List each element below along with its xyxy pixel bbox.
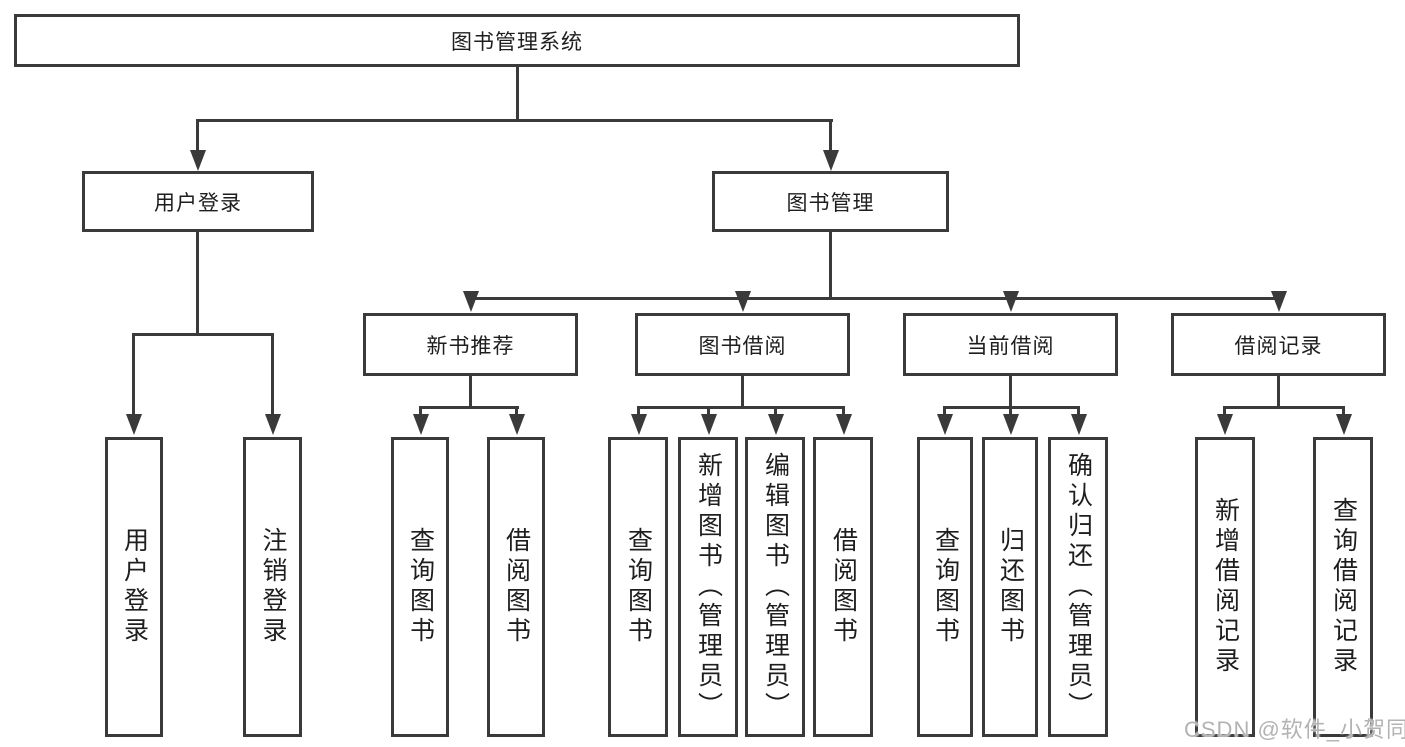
node-label: 用户登录 bbox=[120, 527, 149, 647]
connector-line bbox=[515, 408, 518, 418]
arrow-down-icon bbox=[836, 414, 852, 435]
connector-line bbox=[829, 121, 832, 153]
connector-line bbox=[196, 121, 199, 153]
node-confirm-return-admin: 确认归还（管理员） bbox=[1048, 437, 1108, 737]
arrow-down-icon bbox=[509, 414, 525, 435]
node-edit-book-admin: 编辑图书（管理员） bbox=[745, 437, 805, 737]
node-query-book-current: 查询图书 bbox=[917, 437, 973, 737]
node-query-borrow-record: 查询借阅记录 bbox=[1313, 437, 1373, 737]
connector-line bbox=[419, 406, 519, 409]
node-label: 归还图书 bbox=[996, 527, 1025, 647]
arrow-down-icon bbox=[1003, 414, 1019, 435]
node-current-borrow: 当前借阅 bbox=[903, 313, 1118, 376]
connector-line bbox=[1009, 375, 1012, 409]
node-new-book-recommend: 新书推荐 bbox=[363, 313, 578, 376]
connector-line bbox=[1277, 375, 1280, 409]
connector-line bbox=[419, 408, 422, 418]
connector-line bbox=[196, 119, 833, 122]
arrow-down-icon bbox=[631, 414, 647, 435]
node-label: 借阅图书 bbox=[502, 527, 531, 647]
connector-line bbox=[469, 297, 1281, 300]
connector-line bbox=[271, 335, 274, 415]
arrow-down-icon bbox=[126, 414, 142, 435]
node-borrow-book-recommend: 借阅图书 bbox=[487, 437, 545, 737]
node-library-management-system: 图书管理系统 bbox=[14, 14, 1020, 67]
arrow-down-icon bbox=[190, 150, 206, 171]
connector-line bbox=[741, 375, 744, 409]
node-label: 查询图书 bbox=[406, 527, 435, 647]
node-borrow-book-leaf: 借阅图书 bbox=[813, 437, 873, 737]
node-borrow-records: 借阅记录 bbox=[1171, 313, 1386, 376]
connector-line bbox=[943, 406, 1080, 409]
node-user-login-group: 用户登录 bbox=[82, 171, 314, 232]
node-return-book: 归还图书 bbox=[982, 437, 1038, 737]
arrow-down-icon bbox=[937, 414, 953, 435]
arrow-down-icon bbox=[265, 414, 281, 435]
node-label: 查询图书 bbox=[624, 527, 653, 647]
connector-line bbox=[707, 408, 710, 418]
connector-line bbox=[469, 375, 472, 409]
arrow-down-icon bbox=[768, 414, 784, 435]
node-label: 查询图书 bbox=[931, 527, 960, 647]
arrow-down-icon bbox=[1271, 291, 1287, 312]
arrow-down-icon bbox=[823, 150, 839, 171]
connector-line bbox=[1077, 408, 1080, 418]
arrow-down-icon bbox=[1071, 414, 1087, 435]
connector-line bbox=[774, 408, 777, 418]
node-user-login-leaf: 用户登录 bbox=[105, 437, 163, 737]
connector-line bbox=[1009, 408, 1012, 418]
connector-line bbox=[516, 67, 519, 121]
node-add-borrow-record: 新增借阅记录 bbox=[1195, 437, 1255, 737]
node-label: 确认归还（管理员） bbox=[1064, 452, 1093, 722]
connector-line bbox=[637, 406, 845, 409]
arrow-down-icon bbox=[735, 291, 751, 312]
connector-line bbox=[829, 231, 832, 300]
node-label: 查询借阅记录 bbox=[1329, 497, 1358, 677]
connector-line bbox=[943, 408, 946, 418]
arrow-down-icon bbox=[463, 291, 479, 312]
arrow-down-icon bbox=[701, 414, 717, 435]
node-query-book-recommend: 查询图书 bbox=[391, 437, 449, 737]
connector-line bbox=[1223, 408, 1226, 418]
arrow-down-icon bbox=[1336, 414, 1352, 435]
connector-line bbox=[132, 335, 135, 415]
arrow-down-icon bbox=[413, 414, 429, 435]
connector-line bbox=[196, 231, 199, 336]
connector-line bbox=[1342, 408, 1345, 418]
node-query-book-borrow: 查询图书 bbox=[608, 437, 668, 737]
arrow-down-icon bbox=[1003, 291, 1019, 312]
node-book-management: 图书管理 bbox=[712, 171, 949, 232]
node-add-book-admin: 新增图书（管理员） bbox=[678, 437, 738, 737]
node-label: 借阅图书 bbox=[829, 527, 858, 647]
connector-line bbox=[842, 408, 845, 418]
connector-line bbox=[132, 333, 274, 336]
node-logout-leaf: 注销登录 bbox=[243, 437, 302, 737]
node-label: 注销登录 bbox=[259, 527, 287, 647]
csdn-watermark: CSDN @软件_小贺同学 bbox=[1184, 717, 1405, 742]
arrow-down-icon bbox=[1217, 414, 1233, 435]
node-label: 新增借阅记录 bbox=[1211, 497, 1240, 677]
node-label: 新增图书（管理员） bbox=[694, 452, 723, 722]
connector-line bbox=[1223, 406, 1345, 409]
node-label: 编辑图书（管理员） bbox=[761, 452, 790, 722]
node-book-borrow: 图书借阅 bbox=[635, 313, 850, 376]
connector-line bbox=[637, 408, 640, 418]
